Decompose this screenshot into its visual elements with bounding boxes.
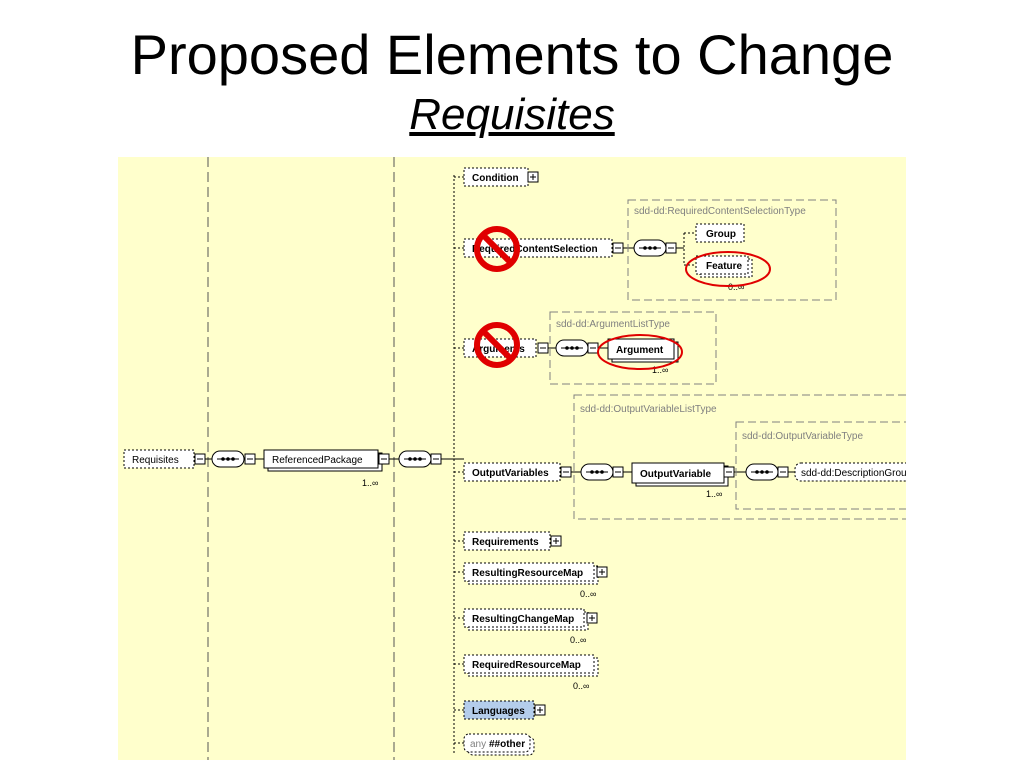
required-resource-map-cardinality: 0..∞	[573, 681, 589, 691]
outvar-type-label: sdd-dd:OutputVariableType	[742, 431, 863, 442]
any-prefix-label: any	[470, 739, 486, 750]
sequence-icon	[555, 339, 589, 357]
outvar-type-box	[735, 421, 906, 510]
expand-icon[interactable]	[596, 566, 608, 578]
resulting-change-map-label: ResultingChangeMap	[472, 614, 574, 625]
resulting-resource-map-node[interactable]: ResultingResourceMap	[463, 562, 599, 585]
argument-cardinality: 1..∞	[652, 365, 668, 375]
slide-title: Proposed Elements to Change	[130, 23, 894, 86]
prohibit-icon	[474, 226, 520, 272]
collapse-icon[interactable]	[537, 342, 549, 354]
resulting-resource-map-cardinality: 0..∞	[580, 589, 596, 599]
collapse-icon[interactable]	[723, 466, 735, 478]
collapse-icon[interactable]	[777, 466, 789, 478]
requisites-label: Requisites	[132, 455, 179, 466]
output-variables-label: OutputVariables	[472, 468, 549, 479]
collapse-icon[interactable]	[612, 242, 624, 254]
referenced-package-cardinality: 1..∞	[362, 478, 378, 488]
expand-icon[interactable]	[550, 535, 562, 547]
collapse-icon[interactable]	[194, 453, 206, 465]
group-label: Group	[706, 229, 736, 240]
argument-node[interactable]: Argument	[607, 338, 679, 363]
group-node[interactable]: Group	[695, 223, 745, 243]
collapse-icon[interactable]	[378, 453, 390, 465]
arg-type-box	[549, 311, 717, 385]
output-variable-node[interactable]: OutputVariable	[631, 462, 729, 487]
collapse-icon[interactable]	[587, 342, 599, 354]
slide-subtitle: Requisites	[409, 90, 615, 139]
referenced-package-node[interactable]: ReferencedPackage	[263, 449, 383, 472]
resulting-change-map-cardinality: 0..∞	[570, 635, 586, 645]
requisites-node[interactable]: Requisites	[123, 449, 195, 469]
collapse-icon[interactable]	[560, 466, 572, 478]
sequence-icon	[633, 239, 667, 257]
schema-diagram: Requisites ReferencedPackage 1..∞ Condit…	[118, 157, 906, 760]
required-resource-map-node[interactable]: RequiredResourceMap	[463, 654, 599, 677]
languages-node[interactable]: Languages	[463, 700, 535, 720]
expand-icon[interactable]	[534, 704, 546, 716]
description-group-node[interactable]: sdd-dd:DescriptionGroup	[794, 462, 906, 482]
resulting-resource-map-label: ResultingResourceMap	[472, 568, 583, 579]
sequence-icon	[211, 450, 245, 468]
resulting-change-map-node[interactable]: ResultingChangeMap	[463, 608, 589, 631]
rcs-type-box	[627, 199, 837, 301]
outvar-list-type-box	[573, 394, 906, 520]
requirements-node[interactable]: Requirements	[463, 531, 551, 551]
collapse-icon[interactable]	[430, 453, 442, 465]
outvar-list-type-label: sdd-dd:OutputVariableListType	[580, 404, 717, 415]
sequence-icon	[398, 450, 432, 468]
condition-node[interactable]: Condition	[463, 167, 529, 187]
output-variable-label: OutputVariable	[640, 469, 712, 480]
sequence-icon	[745, 463, 779, 481]
expand-icon[interactable]	[527, 171, 539, 183]
sequence-icon	[580, 463, 614, 481]
required-resource-map-label: RequiredResourceMap	[472, 660, 581, 671]
any-other-node[interactable]: any ##other	[463, 733, 535, 756]
feature-cardinality: 0..∞	[728, 282, 744, 292]
output-variables-node[interactable]: OutputVariables	[463, 462, 561, 482]
feature-highlight-ellipse	[685, 251, 771, 287]
any-other-label: ##other	[489, 739, 525, 750]
feature-node[interactable]: Feature	[695, 255, 753, 278]
referenced-package-label: ReferencedPackage	[272, 455, 363, 466]
collapse-icon[interactable]	[665, 242, 677, 254]
description-group-label: sdd-dd:DescriptionGroup	[801, 468, 906, 479]
required-content-selection-label: RequiredContentSelection	[472, 244, 598, 255]
languages-label: Languages	[472, 706, 525, 717]
arg-type-label: sdd-dd:ArgumentListType	[556, 319, 670, 330]
rcs-type-label: sdd-dd:RequiredContentSelectionType	[634, 206, 806, 217]
requirements-label: Requirements	[472, 537, 539, 548]
output-variable-cardinality: 1..∞	[706, 489, 722, 499]
expand-icon[interactable]	[586, 612, 598, 624]
collapse-icon[interactable]	[612, 466, 624, 478]
argument-highlight-ellipse	[597, 334, 683, 370]
argument-label: Argument	[616, 345, 664, 356]
condition-label: Condition	[472, 173, 519, 184]
feature-label: Feature	[706, 261, 743, 272]
collapse-icon[interactable]	[244, 453, 256, 465]
prohibit-icon	[474, 322, 520, 368]
